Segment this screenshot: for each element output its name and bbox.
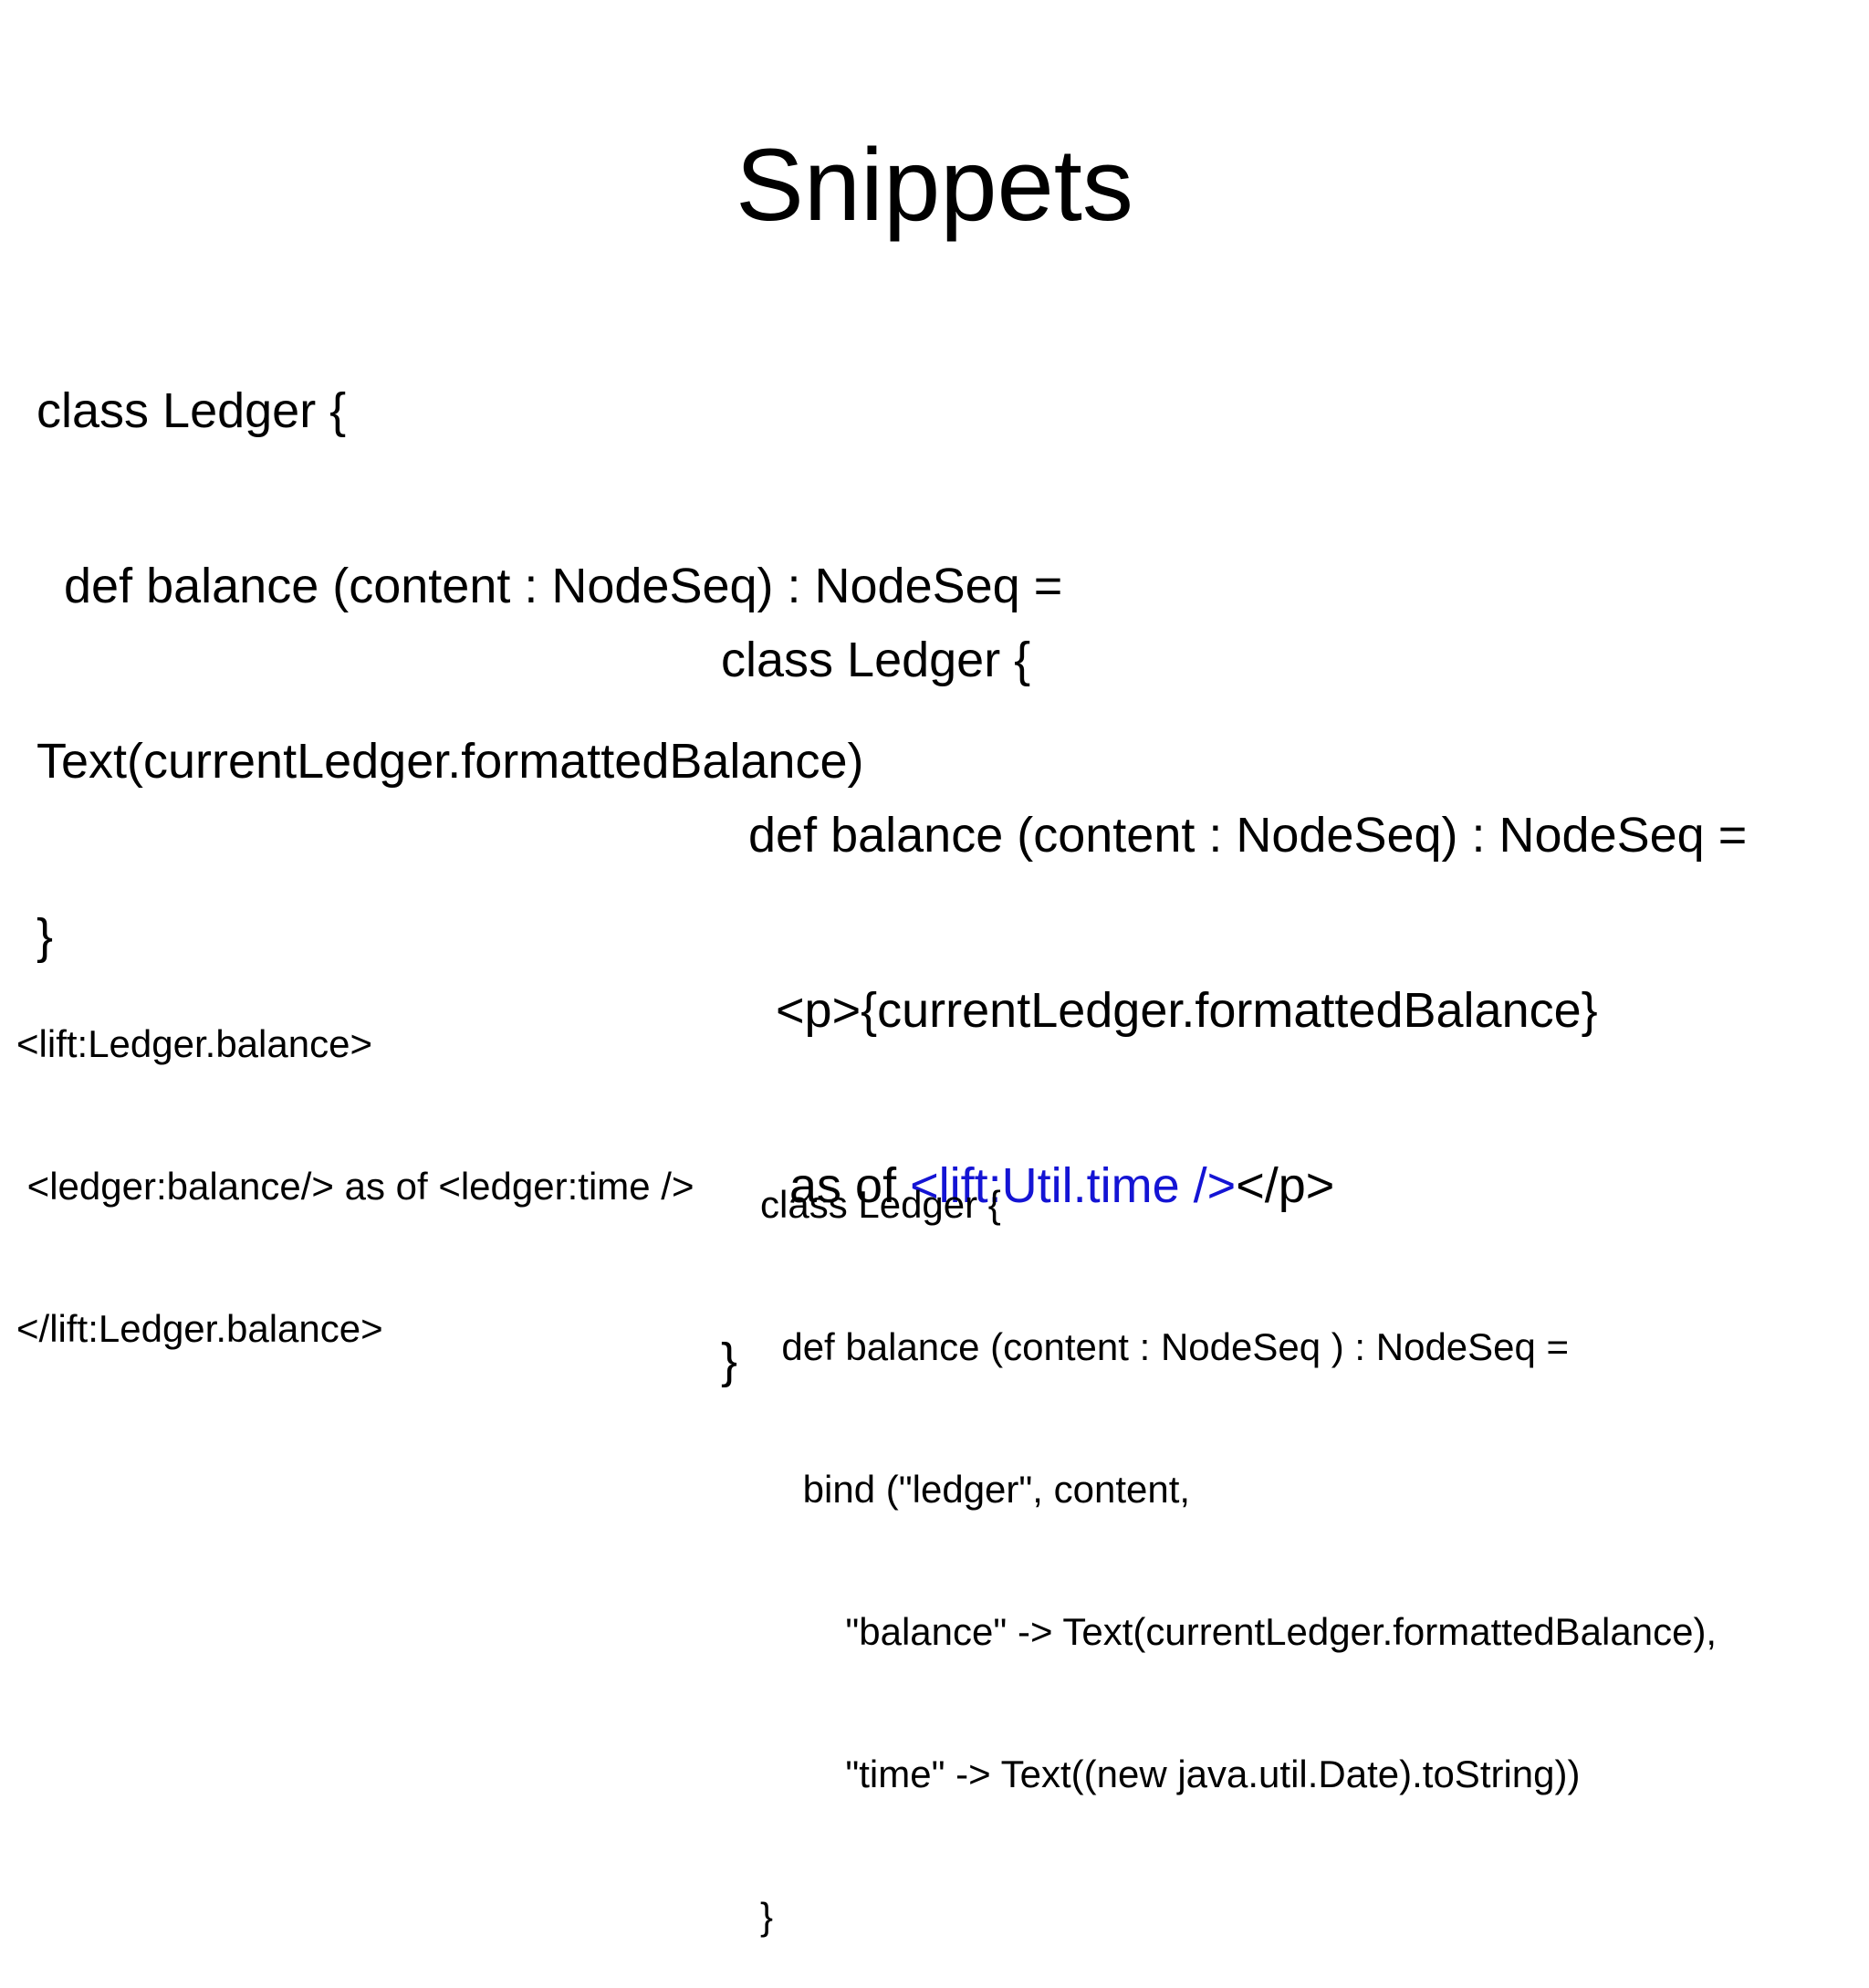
code-line: "balance" -> Text(currentLedger.formatte…	[760, 1610, 1718, 1653]
code-line: <ledger:balance/> as of <ledger:time />	[16, 1165, 694, 1208]
highlighted-lift-tag: <lift:Util.time />	[910, 1158, 1237, 1213]
code-line: <lift:Ledger.balance>	[16, 1022, 372, 1065]
code-snippet-scala-xml: class Ledger { def balance (content : No…	[721, 514, 1747, 1449]
code-snippet-scala-text: class Ledger { def balance (content : No…	[37, 265, 1062, 1024]
code-text: as of	[721, 1158, 911, 1213]
code-line: }	[721, 1334, 738, 1388]
code-line: class Ledger {	[37, 383, 347, 438]
code-line: class Ledger {	[760, 1183, 1001, 1226]
code-line: class Ledger {	[721, 633, 1031, 687]
code-line: "time" -> Text((new java.util.Date).toSt…	[760, 1753, 1581, 1795]
code-line: bind ("ledger", content,	[760, 1468, 1191, 1511]
code-snippet-bind: class Ledger { def balance (content : No…	[760, 1086, 1717, 1988]
code-line: }	[760, 1895, 774, 1938]
code-line: as of <lift:Util.time /></p>	[721, 1156, 1747, 1215]
code-line: def balance (content : NodeSeq) : NodeSe…	[37, 559, 1063, 613]
slide-title: Snippets	[736, 128, 1133, 242]
code-line: <p>{currentLedger.formattedBalance}	[721, 983, 1598, 1038]
code-text: </p>	[1236, 1158, 1335, 1213]
code-line: </lift:Ledger.balance>	[16, 1307, 383, 1350]
code-snippet-template: <lift:Ledger.balance> <ledger:balance/> …	[16, 926, 694, 1400]
code-line: }	[37, 909, 54, 964]
code-line: Text(currentLedger.formattedBalance)	[37, 734, 864, 789]
code-line: def balance (content : NodeSeq ) : NodeS…	[760, 1325, 1570, 1368]
code-line: def balance (content : NodeSeq) : NodeSe…	[721, 808, 1748, 863]
